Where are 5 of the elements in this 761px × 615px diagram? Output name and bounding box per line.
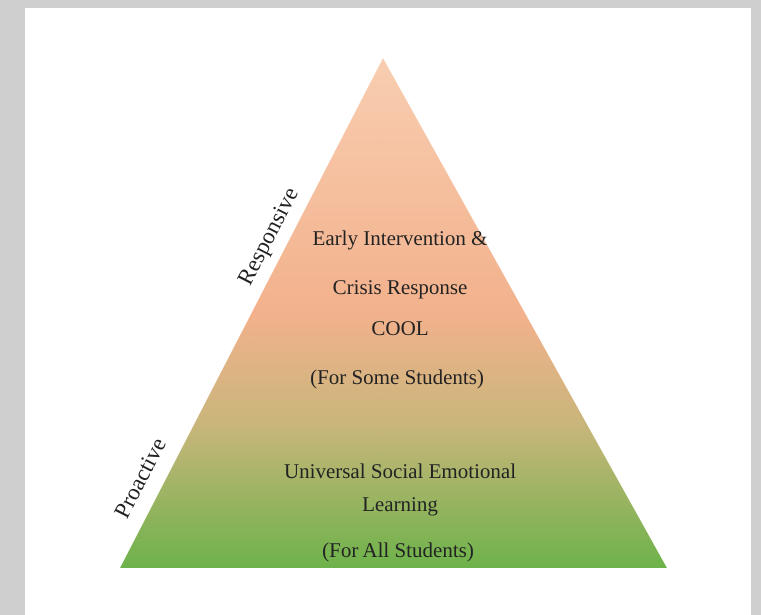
tier-note: (For Some Students) <box>309 364 485 391</box>
tier-text: COOL <box>370 315 430 342</box>
tier-note: (For All Students) <box>321 537 475 564</box>
tier-text: Early Intervention & Crisis Response <box>312 225 488 301</box>
tier-text: Universal Social Emotional Learning <box>282 458 518 518</box>
